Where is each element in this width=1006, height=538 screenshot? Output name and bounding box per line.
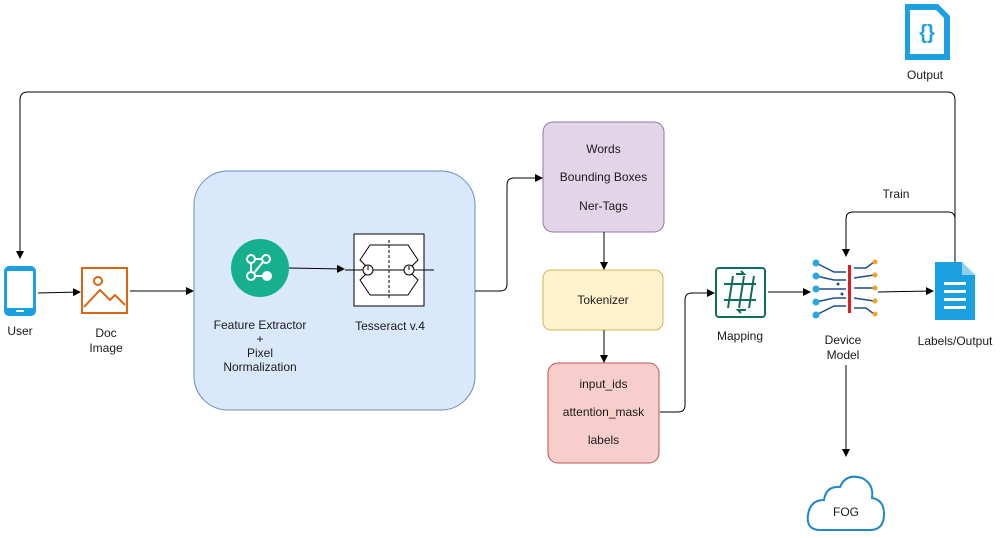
feature-extractor-label-line2: +	[256, 332, 264, 346]
edge-container-words	[475, 174, 543, 292]
feature-extractor-label-line3: Pixel	[246, 346, 273, 360]
bounding-boxes-label: Bounding Boxes	[559, 170, 648, 184]
labels-output-label: Labels/Output	[917, 334, 993, 348]
mapping-label: Mapping	[716, 329, 764, 343]
labels-label: labels	[587, 433, 620, 447]
tesseract-icon	[345, 233, 434, 307]
device-label-line2: Model	[826, 348, 860, 362]
neural-network-icon	[812, 259, 878, 319]
edge-feedback-loop	[16, 91, 956, 262]
output-label: Output	[906, 68, 944, 82]
doc-label-line2: Image	[89, 341, 123, 355]
tesseract-label: Tesseract v.4	[355, 319, 425, 333]
edge-feature-tesseract	[288, 264, 345, 273]
feature-extractor-label-line4: Normalization	[223, 360, 297, 374]
edge-device-labels	[877, 287, 934, 296]
words-label: Words	[586, 142, 621, 156]
edge-enc-mapping	[660, 289, 715, 413]
mobile-phone-icon	[4, 266, 36, 316]
tokenizer-box	[542, 269, 664, 331]
mapping-icon	[715, 267, 766, 318]
attention-mask-label: attention_mask	[562, 405, 645, 419]
ner-tags-label: Ner-Tags	[579, 199, 628, 213]
tokenizer-label: Tokenizer	[577, 293, 629, 307]
json-file-icon: {}	[905, 4, 950, 60]
input-ids-label: input_ids	[579, 377, 628, 391]
device-label-line1: Device	[824, 333, 862, 347]
train-label: Train	[882, 187, 910, 201]
feature-extractor-icon	[231, 239, 289, 297]
edge-train	[842, 211, 956, 260]
encodings-box	[547, 362, 660, 464]
cloud-icon	[806, 475, 886, 531]
fog-label: FOG	[833, 505, 859, 519]
edge-user-doc	[37, 288, 81, 297]
feature-extractor-label-line1: Feature Extractor	[213, 318, 307, 332]
user-label: User	[7, 324, 33, 338]
document-icon	[935, 262, 975, 320]
svg-text:{}: {}	[919, 22, 935, 44]
doc-label-line1: Doc	[95, 326, 117, 340]
image-icon	[81, 267, 128, 314]
